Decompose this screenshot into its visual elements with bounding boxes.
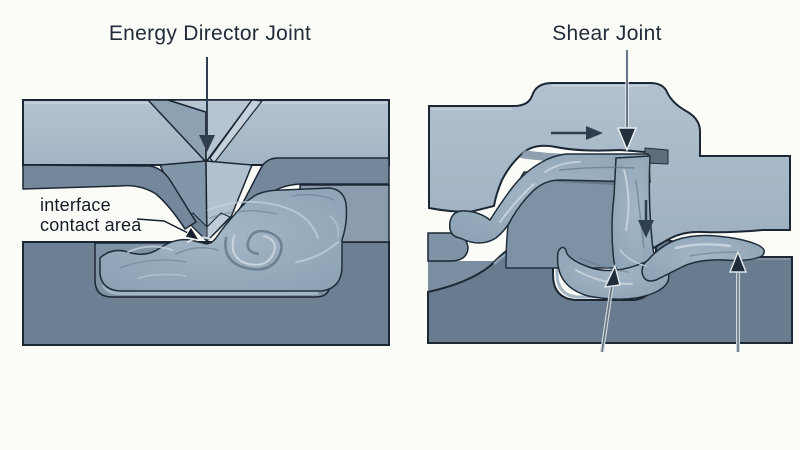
interface-contact-area-label-line1: interface	[40, 195, 111, 215]
molten-swirl-body	[99, 187, 348, 292]
left-panel-title: Energy Director Joint	[108, 22, 312, 45]
upper-plate-underside-left	[22, 164, 198, 231]
upper-part	[428, 82, 791, 254]
melt-ripple	[674, 243, 732, 250]
interface-contact-area-label-line2: contact area	[40, 215, 142, 235]
shear-joint-diagram	[427, 50, 793, 353]
energy-director-joint-diagram	[22, 57, 390, 346]
swirl-spiral-highlight	[231, 235, 276, 266]
swirl-ripple	[187, 236, 213, 243]
up-arrow-right-icon	[728, 249, 748, 352]
melt-ripple	[575, 269, 633, 285]
energy-director-tip-right-facet	[206, 212, 231, 243]
swirl-ripple	[127, 245, 173, 253]
molten-swirl	[99, 187, 348, 292]
right-panel-title: Shear Joint	[552, 22, 662, 45]
down-arrow-icon	[199, 57, 215, 152]
swirl-ripple	[291, 193, 335, 201]
short-down-arrow-icon	[638, 200, 654, 238]
swirl-ripple	[137, 273, 187, 279]
right-arrow-icon	[551, 126, 603, 140]
melt-ripple	[619, 249, 647, 267]
molten-flow	[448, 153, 765, 300]
long-down-arrow-icon	[616, 50, 638, 152]
swirl-ripple	[329, 215, 340, 237]
melt-ripple	[689, 251, 741, 257]
swirl-ripple	[175, 247, 219, 255]
interface-contact-area-label: interface contact area	[40, 195, 141, 235]
melt-ripple	[544, 161, 581, 173]
annotation-arrow-icon	[136, 218, 201, 241]
up-arrow-left-icon	[600, 263, 621, 353]
melt-ripple	[635, 179, 645, 249]
flash-bead	[641, 234, 765, 282]
swirl-spiral-shadow	[224, 229, 283, 271]
melt-ripple	[623, 169, 630, 231]
melt-ripple	[579, 257, 629, 273]
swirl-ripple	[295, 241, 339, 263]
swirl-ripple	[209, 210, 277, 219]
swirl-ripple	[207, 200, 319, 239]
melt-ripple	[499, 183, 535, 223]
melt-ripple	[559, 166, 635, 171]
swirl-ripple	[119, 259, 187, 269]
